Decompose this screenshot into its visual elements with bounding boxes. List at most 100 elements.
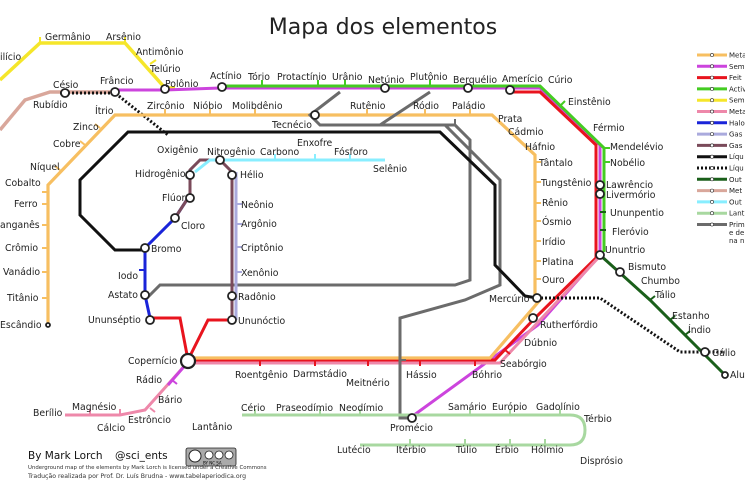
- label-francio: Frâncio: [100, 76, 134, 87]
- label-meitnerio: Meitnério: [346, 378, 390, 389]
- credit-translation: Tradução realizada por Prof. Dr. Luís Br…: [27, 472, 246, 480]
- line-ticks: [39, 37, 691, 445]
- label-indio: Índio: [688, 324, 711, 336]
- stations: [45, 82, 729, 423]
- label-germanio: Germânio: [45, 32, 91, 43]
- legend-label: Meta: [729, 52, 745, 60]
- label-calcio: Cálcio: [97, 423, 125, 434]
- station-tecnecio[interactable]: [310, 110, 320, 120]
- by-icon: [204, 450, 214, 460]
- legend-dot: [710, 166, 714, 170]
- station-ununseptio[interactable]: [145, 315, 155, 325]
- label-selenio: Selênio: [373, 164, 407, 175]
- station-bromo[interactable]: [140, 243, 150, 253]
- label-enxofre: Enxofre: [297, 138, 333, 149]
- label-mercurio: Mercúrio: [489, 294, 530, 305]
- legend-dot: [710, 98, 714, 103]
- label-estanho: Estanho: [672, 311, 710, 322]
- station-francio[interactable]: [110, 87, 120, 97]
- station-copernicio[interactable]: [179, 352, 197, 370]
- label-escandio: Escândio: [0, 320, 42, 331]
- label-lawrencio: Lawrêncio: [606, 180, 653, 191]
- station-alu[interactable]: [721, 371, 729, 379]
- station-cesio[interactable]: [60, 88, 70, 98]
- station-astato[interactable]: [140, 290, 150, 300]
- station-cloro[interactable]: [170, 213, 180, 223]
- label-neodimio: Neodímio: [339, 403, 383, 414]
- legend-label-extra: e de: [729, 229, 744, 237]
- label-radonio: Radônio: [238, 292, 276, 303]
- station-bismuto[interactable]: [615, 267, 625, 277]
- label-niobio: Nióbio: [193, 101, 223, 112]
- label-terbio: Térbio: [583, 414, 612, 425]
- legend-dot: [710, 53, 714, 57]
- label-holmio: Hólmio: [531, 445, 564, 456]
- station-actinio[interactable]: [217, 82, 227, 92]
- label-americio: Amerício: [502, 74, 543, 85]
- label-disprosio: Disprósio: [580, 456, 623, 467]
- station-ununoctio[interactable]: [227, 315, 237, 325]
- legend-dot: [710, 188, 714, 193]
- label-hidrogenio: Hidrogênio: [135, 169, 186, 180]
- label-plutonio: Plutônio: [410, 72, 448, 83]
- legend-dot: [710, 120, 714, 125]
- station-hidrogenio[interactable]: [185, 170, 195, 180]
- line-red: [190, 90, 598, 362]
- label-lantanio: Lantânio: [192, 422, 233, 433]
- station-helio[interactable]: [227, 170, 237, 180]
- label-zirconio: Zircônio: [147, 101, 185, 112]
- station-berquelio[interactable]: [463, 83, 473, 93]
- label-praseodimio: Praseodímio: [276, 403, 333, 414]
- label-titanio: Titânio: [6, 293, 39, 304]
- station-polonio[interactable]: [160, 84, 170, 94]
- label-cobalto: Cobalto: [5, 178, 41, 189]
- station-fluor[interactable]: [185, 193, 195, 203]
- legend: MetaSemFeitActivSemMetaHaloGasGasLíquLíq…: [697, 52, 745, 245]
- label-helio: Hélio: [240, 170, 264, 181]
- station-escandio[interactable]: [45, 322, 51, 328]
- station-livermorio[interactable]: [595, 189, 605, 199]
- label-rutherfordio: Rutherfórdio: [540, 320, 598, 331]
- station-mercurio[interactable]: [532, 293, 542, 303]
- label-cerio: Cério: [241, 403, 266, 414]
- station-promecio[interactable]: [407, 413, 417, 423]
- label-ununtrio: Ununtrio: [605, 245, 646, 256]
- station-rutherfordio[interactable]: [528, 313, 538, 323]
- station-galio[interactable]: [700, 347, 710, 357]
- station-ununtrio[interactable]: [595, 250, 605, 260]
- label-ununseptio: Ununséptio: [88, 315, 141, 326]
- label-manganes: anganês: [0, 220, 40, 231]
- line-liquid-dotted: [60, 91, 169, 137]
- station-nitrogenio[interactable]: [215, 155, 225, 165]
- legend-dot: [710, 132, 714, 137]
- legend-dot: [710, 64, 714, 69]
- line-green: [220, 84, 606, 252]
- legend-label: Halo: [729, 119, 745, 127]
- label-vanadio: Vanádio: [3, 267, 40, 278]
- station-neturio[interactable]: [380, 83, 390, 93]
- legend-label: Met: [729, 187, 742, 195]
- label-nobelio: Nobélio: [610, 158, 645, 169]
- station-americio[interactable]: [505, 85, 515, 95]
- station-labels: ilício Germânio Arsênio Antimônio Telúri…: [0, 32, 745, 467]
- label-renio: Rênio: [542, 198, 568, 209]
- nc-icon: [214, 450, 224, 460]
- line-gray-2: [143, 90, 472, 302]
- label-mendelevio: Mendelévio: [610, 142, 664, 153]
- legend-label: Gas: [729, 142, 743, 150]
- legend-dot: [710, 177, 714, 182]
- label-cromio: Crômio: [5, 243, 38, 254]
- label-alu: Alu: [730, 370, 745, 381]
- label-bismuto: Bismuto: [628, 262, 666, 273]
- label-protactinio: Protactínio: [277, 72, 327, 83]
- legend-dot: [710, 211, 714, 216]
- label-chumbo: Chumbo: [641, 276, 680, 287]
- label-neonio: Neônio: [241, 200, 274, 211]
- label-tungstenio: Tungstênio: [540, 178, 592, 189]
- station-radonio[interactable]: [227, 291, 237, 301]
- station-lawrencio[interactable]: [595, 180, 605, 190]
- label-hafnio: Háfnio: [525, 142, 555, 153]
- legend-label: Sem: [729, 63, 745, 71]
- cc-license-badge[interactable]: BY NC SA: [185, 447, 237, 467]
- credit-handle[interactable]: @sci_ents: [115, 450, 168, 462]
